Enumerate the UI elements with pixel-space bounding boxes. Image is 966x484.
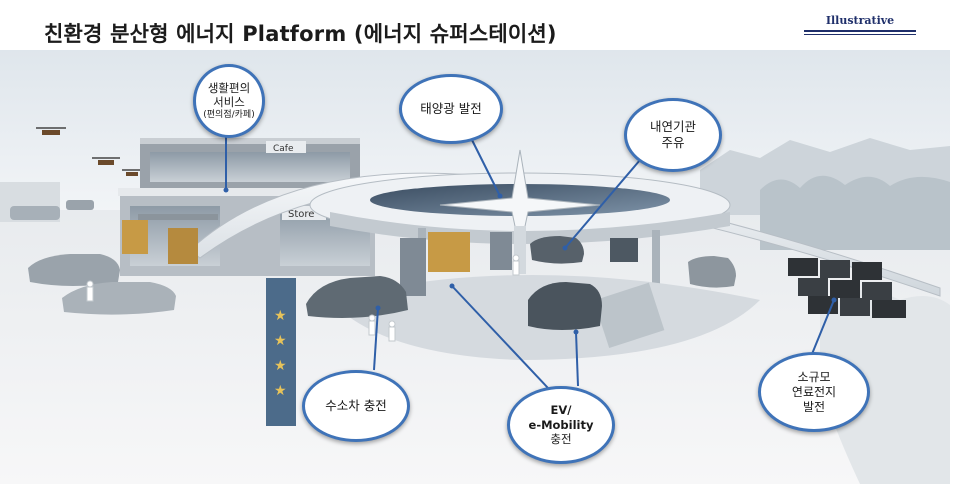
car-left-1 [28,254,120,286]
leader-dot [497,193,503,199]
totem-sign [266,278,296,426]
callout-text: 충전 [550,432,572,447]
callout-hydrogen: 수소차 충전 [302,370,410,442]
snowy-bushes [820,290,950,484]
svg-text:★: ★ [274,308,287,324]
parked-car-far [66,200,94,210]
store-sign: Store [288,209,314,220]
tag-underline-thin [804,34,916,35]
tag-underline [804,30,916,32]
callout-solar: 태양광 발전 [399,74,503,144]
totem-stars: ★ ★ ★ ★ [274,308,287,399]
drone [92,157,120,165]
illustrative-tag: Illustrative [804,14,916,35]
cafe-sign-board [266,141,306,153]
trees-right [760,175,950,250]
cafe-sign: Cafe [273,144,294,154]
callout-text: 연료전지 [791,384,837,399]
drone [36,127,66,135]
parked-van [10,206,60,220]
callout-life-service: 생활편의 서비스 (편의점/카페) [193,64,265,138]
car-ev [528,282,602,330]
canopy-column [652,230,660,290]
leader-lines [225,132,835,389]
callout-text: 서비스 [213,95,245,110]
callout-text: 내연기관 [649,119,696,135]
leader-dot [573,329,579,335]
charger-panel [610,238,638,262]
car-right [688,256,736,288]
callout-text: 소규모 [797,369,831,384]
callout-text: 발전 [802,399,826,414]
callout-text: 수소차 충전 [325,398,387,414]
drone [122,169,142,176]
callout-text: (편의점/카페) [203,109,255,120]
svg-text:★: ★ [274,358,287,374]
callout-text: e-Mobility [528,417,594,432]
dispenser-screen [428,232,470,272]
dispenser [490,232,512,270]
callout-ev-charging: EV/ e-Mobility 충전 [507,386,615,464]
svg-text:★: ★ [274,383,287,399]
ramp [593,282,665,349]
leader-dot [449,283,455,289]
leader-dot [831,297,837,303]
illustrative-label: Illustrative [825,14,895,27]
svg-text:★: ★ [274,333,287,349]
leader-dot [375,305,381,311]
callout-text: EV/ [550,403,572,418]
car-hydrogen [306,276,408,318]
kiosk [122,220,148,254]
leader-dot [562,245,568,251]
fuel-cell-units [788,258,906,318]
leader-dot [223,187,229,193]
callout-ice-fueling: 내연기관 주유 [624,98,722,172]
page-title: 친환경 분산형 에너지 Platform (에너지 슈퍼스테이션) [44,22,557,46]
people [86,254,520,342]
callout-text: 주유 [661,135,685,150]
car-fuel [530,236,584,264]
dispenser [400,238,426,296]
store-building [118,138,378,276]
callout-text: 생활편의 [207,81,251,95]
callout-fuel-cell: 소규모 연료전지 발전 [758,352,870,432]
callout-text: 태양광 발전 [420,101,482,117]
kiosk [168,228,198,264]
